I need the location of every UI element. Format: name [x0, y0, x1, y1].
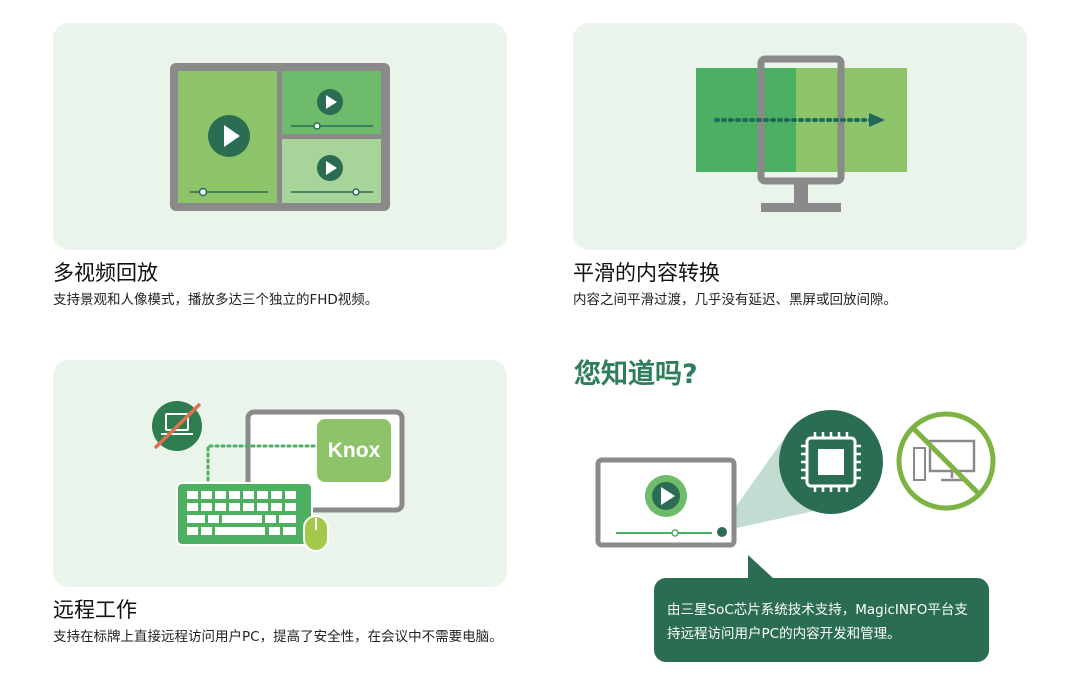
feature-card-remote-work — [53, 360, 507, 587]
remote-work-illustration — [152, 401, 405, 552]
did-you-know-heading: 您知道吗? — [574, 359, 698, 390]
no-pc-icon — [896, 411, 996, 511]
did-you-know-text: 由三星SoC芯片系统技术支持，MagicINFO平台支持远程访问用户PC的内容开… — [654, 578, 989, 662]
display-icon — [595, 457, 737, 548]
feature-description: 内容之间平滑过渡，几乎没有延迟、黑屏或回放间隙。 — [573, 292, 897, 308]
feature-card-multi-video — [53, 23, 507, 250]
feature-description: 支持景观和人像模式，播放多达三个独立的FHD视频。 — [53, 292, 379, 308]
feature-card-smooth-transition — [573, 23, 1027, 250]
feature-title: 多视频回放 — [53, 261, 158, 285]
feature-description: 支持在标牌上直接远程访问用户PC，提高了安全性，在会议中不需要电脑。 — [53, 629, 503, 645]
play-icon — [645, 475, 687, 517]
feature-title: 远程工作 — [53, 598, 137, 622]
arrow-icon — [869, 113, 885, 127]
chip-icon — [779, 410, 883, 514]
mouse-icon — [303, 515, 329, 552]
speech-bubble-tail — [748, 555, 774, 579]
feature-title: 平滑的内容转换 — [573, 261, 720, 285]
smooth-transition-illustration — [696, 55, 907, 212]
knox-label: Knox — [317, 419, 391, 482]
multi-video-illustration — [170, 63, 390, 211]
